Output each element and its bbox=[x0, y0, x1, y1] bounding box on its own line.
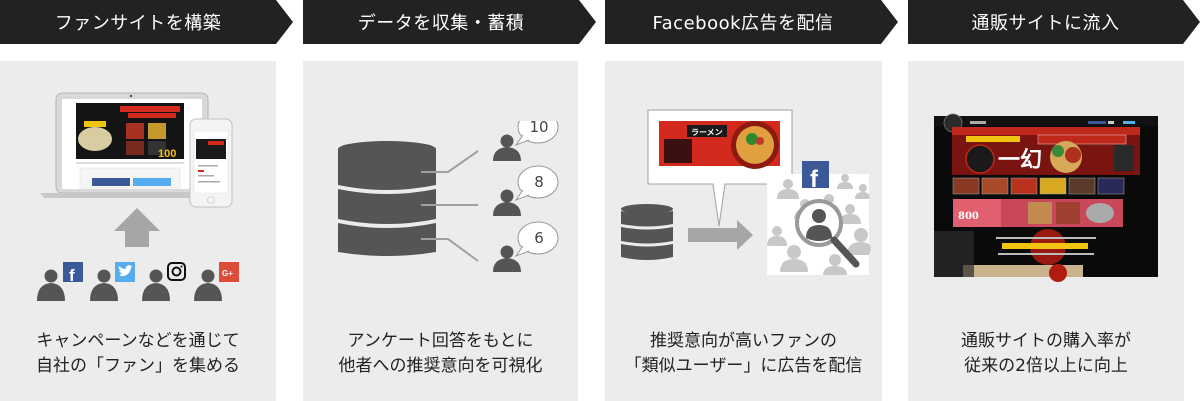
facebook-ad-illustration: ラーメン bbox=[605, 61, 882, 301]
step-4-caption: 通販サイトの購入率が 従来の2倍以上に向上 bbox=[961, 331, 1131, 376]
ad-speech-bubble: ラーメン bbox=[647, 109, 793, 227]
step-2-header: データを収集・蓄積 bbox=[303, 0, 596, 44]
step-3-header: Facebook広告を配信 bbox=[605, 0, 898, 44]
svg-text:G+: G+ bbox=[222, 269, 233, 278]
people-group bbox=[37, 269, 222, 301]
score-bubble-1: 10 bbox=[529, 118, 549, 136]
score-bubble-2: 8 bbox=[534, 173, 544, 191]
step-2-panel: 10 8 6 アンケート回答をもとに 他者への推奨意向を可視化 bbox=[303, 61, 578, 401]
svg-text:一幻: 一幻 bbox=[998, 147, 1042, 173]
step-4-title: 通販サイトに流入 bbox=[971, 13, 1120, 34]
ecommerce-site-screenshot: 一幻 800 bbox=[908, 61, 1184, 301]
person-icon bbox=[493, 134, 521, 272]
svg-text:f: f bbox=[810, 166, 819, 193]
svg-text:800: 800 bbox=[958, 211, 979, 222]
step-1-panel: 100 bbox=[0, 61, 276, 401]
step-3-title: Facebook広告を配信 bbox=[652, 13, 834, 34]
step-2-title: データを収集・蓄積 bbox=[357, 13, 525, 34]
step-3-caption: 推奨意向が高いファンの 「類似ユーザー」に広告を配信 bbox=[624, 331, 863, 376]
step-2-caption: アンケート回答をもとに 他者への推奨意向を可視化 bbox=[338, 331, 543, 376]
database-icon bbox=[338, 141, 436, 256]
svg-text:f: f bbox=[69, 266, 75, 285]
google-plus-icon: G+ bbox=[219, 262, 239, 282]
fan-site-illustration: 100 bbox=[0, 61, 276, 301]
audience-box: f bbox=[767, 161, 871, 275]
step-3-panel: ラーメン bbox=[605, 61, 882, 401]
step-4-header: 通販サイトに流入 bbox=[908, 0, 1200, 44]
connector-lines bbox=[421, 150, 479, 262]
up-arrow-icon bbox=[114, 208, 160, 247]
facebook-icon: f bbox=[63, 262, 83, 285]
step-1-title: ファンサイトを構築 bbox=[54, 13, 222, 34]
step-1-header: ファンサイトを構築 bbox=[0, 0, 293, 44]
speech-bubble-icon bbox=[514, 121, 559, 258]
magnifier-icon bbox=[795, 199, 860, 268]
data-collection-illustration: 10 8 6 bbox=[303, 61, 578, 301]
database-icon bbox=[621, 204, 673, 260]
instagram-icon bbox=[167, 262, 186, 281]
step-4-panel: 一幻 800 bbox=[908, 61, 1184, 401]
twitter-icon bbox=[115, 262, 135, 282]
score-bubble-3: 6 bbox=[534, 229, 544, 247]
step-1-caption: キャンペーンなどを通じて 自社の「ファン」を集める bbox=[36, 331, 240, 376]
right-arrow-icon bbox=[688, 220, 753, 250]
svg-text:100: 100 bbox=[158, 148, 176, 160]
laptop-icon: 100 bbox=[40, 92, 222, 198]
svg-text:ラーメン: ラーメン bbox=[691, 128, 723, 137]
facebook-icon: f bbox=[802, 161, 829, 193]
smartphone-icon bbox=[189, 118, 233, 208]
